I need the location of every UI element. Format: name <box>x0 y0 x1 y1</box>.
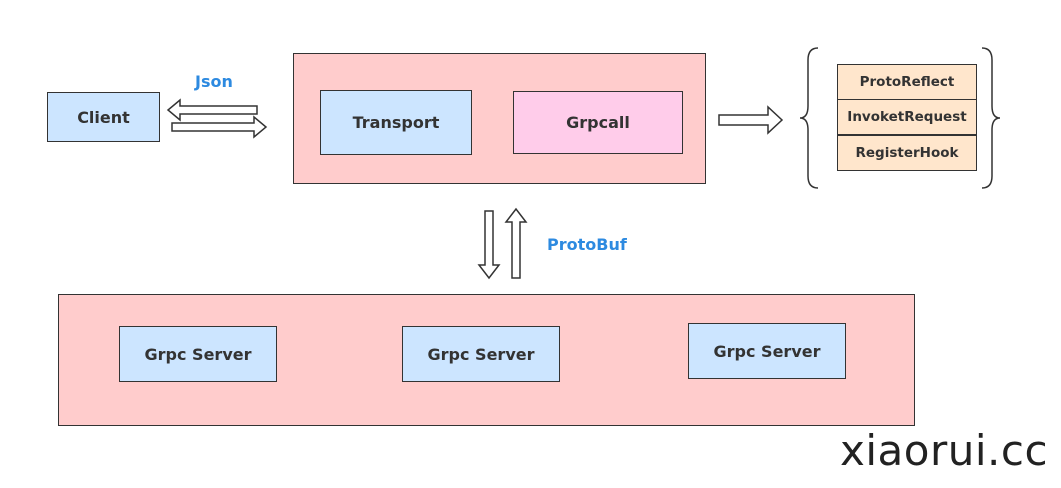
grpc-server-node: Grpc Server <box>688 323 846 379</box>
grpcall-label: Grpcall <box>566 113 630 132</box>
arrow-right-icon <box>718 105 784 135</box>
grpc-server-node: Grpc Server <box>119 326 277 382</box>
watermark: xiaorui.cc <box>840 426 1049 475</box>
arrow-right-icon <box>171 115 268 139</box>
grpc-server-label: Grpc Server <box>427 344 535 364</box>
grpc-server-label: Grpc Server <box>144 344 252 364</box>
stack-item-proto-reflect: ProtoReflect <box>837 64 977 100</box>
stack-item-label: RegisterHook <box>855 145 959 161</box>
client-label: Client <box>77 107 130 127</box>
protobuf-edge-label: ProtoBuf <box>547 235 627 254</box>
transport-label: Transport <box>352 113 440 132</box>
right-brace-icon <box>981 47 1001 189</box>
stack-item-label: ProtoReflect <box>859 74 955 90</box>
stack-item-invoket-request: InvoketRequest <box>837 99 977 135</box>
arrow-left-icon <box>166 98 258 122</box>
left-brace-icon <box>799 47 819 189</box>
arrow-down-icon <box>477 210 501 280</box>
arrow-up-icon <box>504 207 528 279</box>
transport-node: Transport <box>320 90 472 155</box>
grpc-server-label: Grpc Server <box>713 341 821 361</box>
client-node: Client <box>47 92 160 142</box>
stack-item-label: InvoketRequest <box>847 109 967 125</box>
grpcall-node: Grpcall <box>513 91 683 154</box>
grpc-server-node: Grpc Server <box>402 326 560 382</box>
json-edge-label: Json <box>195 72 233 91</box>
stack-item-register-hook: RegisterHook <box>837 135 977 171</box>
